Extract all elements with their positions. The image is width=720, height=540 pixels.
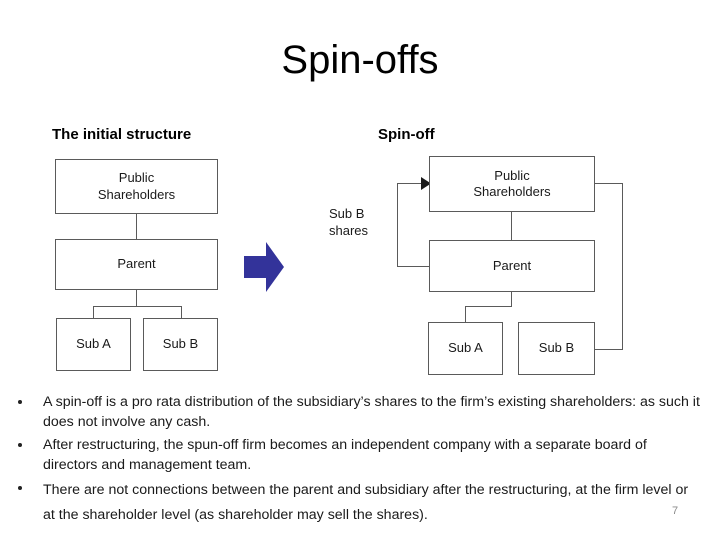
- initial-structure-heading: The initial structure: [52, 126, 192, 143]
- bullet-text: A spin-off is a pro rata distribution of…: [43, 394, 700, 431]
- bullet-list: A spin-off is a pro rata distribution of…: [0, 392, 720, 529]
- list-item: A spin-off is a pro rata distribution of…: [0, 392, 720, 433]
- spinoff-arrow-into-public: [397, 183, 421, 184]
- spinoff-sub-b-box: Sub B: [518, 322, 595, 375]
- bullet-marker-icon: [18, 485, 22, 490]
- initial-sub-a-box: Sub A: [56, 318, 131, 371]
- initial-connector-sub-b: [181, 306, 182, 318]
- transition-arrow-icon: [244, 242, 284, 292]
- initial-parent-box: Parent: [55, 239, 218, 290]
- spinoff-connector-parent-stem: [511, 292, 512, 306]
- spinoff-connector-public-parent: [511, 212, 512, 240]
- spinoff-connector-sub-a-drop: [465, 306, 466, 322]
- initial-connector-public-parent: [136, 214, 137, 239]
- initial-connector-sub-a: [93, 306, 94, 318]
- spinoff-sub-a-box: Sub A: [428, 322, 503, 375]
- spinoff-connector-sub-b-right: [595, 349, 623, 350]
- list-item: After restructuring, the spun-off firm b…: [0, 435, 720, 476]
- page-title: Spin-offs: [281, 38, 439, 82]
- initial-connector-bus: [93, 306, 181, 307]
- spinoff-arrow-left-rail: [397, 183, 398, 267]
- spinoff-heading: Spin-off: [378, 126, 435, 143]
- bullet-marker-icon: [18, 442, 22, 447]
- spinoff-arrow-parent-out: [397, 266, 429, 267]
- bullet-marker-icon: [18, 400, 22, 404]
- spinoff-connector-sub-a-step: [465, 306, 512, 307]
- spinoff-connector-right-rail: [622, 183, 623, 349]
- initial-sub-b-box: Sub B: [143, 318, 218, 371]
- bullet-text: After restructuring, the spun-off firm b…: [43, 436, 647, 474]
- spinoff-parent-box: Parent: [429, 240, 595, 292]
- page-number: 7: [671, 505, 679, 517]
- initial-connector-parent-stem: [136, 290, 137, 306]
- bullet-text: There are not connections between the pa…: [43, 481, 689, 523]
- spinoff-connector-public-right: [595, 183, 623, 184]
- list-item: There are not connections between the pa…: [0, 478, 720, 528]
